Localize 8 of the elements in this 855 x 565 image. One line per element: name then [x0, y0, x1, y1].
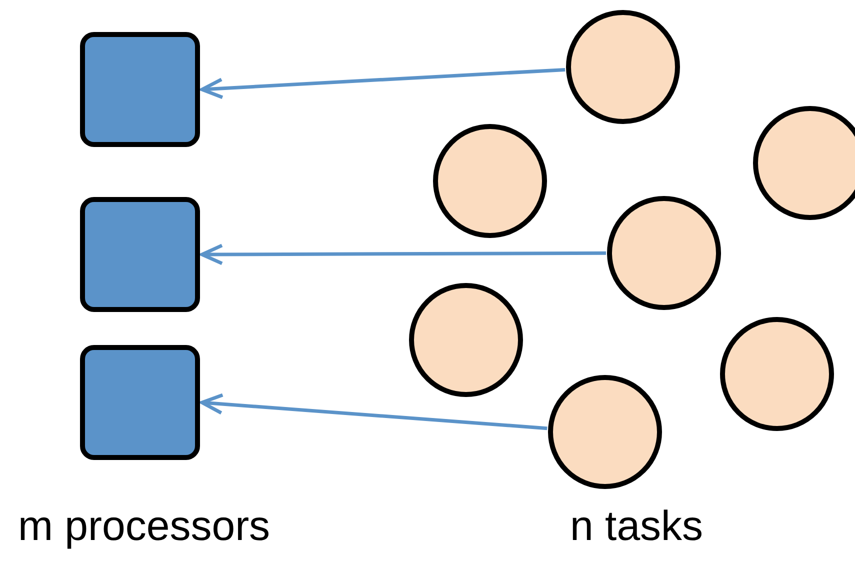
- processor-square: [80, 32, 200, 147]
- processor-square: [80, 345, 200, 460]
- arrow: [200, 68, 566, 100]
- group-label: m processors: [18, 505, 270, 547]
- arrow: [200, 244, 606, 266]
- processor-square: [80, 197, 200, 312]
- group-label: n tasks: [570, 505, 704, 547]
- arrow: [200, 393, 548, 430]
